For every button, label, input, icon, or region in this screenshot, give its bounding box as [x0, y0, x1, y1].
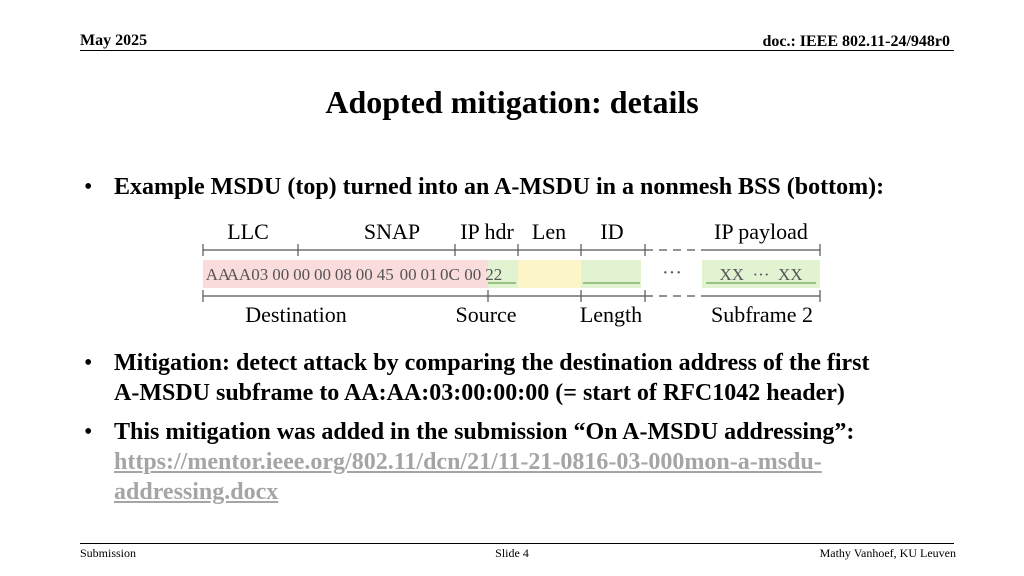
ellipsis: ···	[662, 262, 682, 284]
byte-cell: 03	[251, 265, 268, 284]
bullet-marker: •	[84, 174, 93, 200]
submission-link[interactable]: https://mentor.ieee.org/802.11/dcn/21/11…	[114, 449, 822, 505]
id-segment	[581, 260, 641, 288]
byte-cell: AA	[206, 265, 231, 284]
byte-cell: 0C	[440, 265, 460, 284]
label-ip-hdr: IP hdr	[460, 219, 514, 244]
footer-submission: Submission	[80, 546, 137, 560]
bullet-1-text: Example MSDU (top) turned into an A-MSDU…	[114, 174, 885, 200]
byte-cell: 00	[356, 265, 373, 284]
top-axis	[202, 244, 821, 256]
byte-cell: 00	[464, 265, 481, 284]
footer-divider	[80, 543, 954, 544]
bullet-2-line1: Mitigation: detect attack by comparing t…	[114, 350, 870, 376]
byte-cell: 45	[377, 265, 394, 284]
label-length: Length	[580, 302, 642, 327]
label-llc: LLC	[227, 219, 269, 244]
bottom-axis	[202, 290, 821, 302]
bullet-3-text: This mitigation was added in the submiss…	[114, 419, 855, 445]
amsdu-frame-diagram: LLC SNAP IP hdr Len ID IP payload ··· XX…	[202, 219, 821, 327]
byte-cell: 00	[293, 265, 310, 284]
bullet-2-line2: A-MSDU subframe to AA:AA:03:00:00:00 (= …	[114, 380, 845, 406]
byte-cell: 22	[485, 265, 502, 284]
label-id: ID	[600, 219, 623, 244]
bullet-marker: •	[84, 350, 93, 376]
length-segment	[518, 260, 581, 288]
label-source: Source	[455, 302, 516, 327]
footer-author: Mathy Vanhoef, KU Leuven	[819, 546, 956, 560]
label-snap: SNAP	[364, 219, 420, 244]
byte-cell: 00	[272, 265, 289, 284]
label-destination: Destination	[245, 302, 346, 327]
bullet-marker: •	[84, 419, 93, 445]
byte-cell: 01	[421, 265, 438, 284]
payload-bytes: XX ··· XX	[719, 265, 802, 284]
byte-cell: 00	[400, 265, 417, 284]
slide-title: Adopted mitigation: details	[325, 84, 699, 120]
byte-cell: 08	[335, 265, 352, 284]
byte-cell: AA	[227, 265, 252, 284]
footer-slide-number: Slide 4	[495, 546, 529, 560]
label-ip-payload: IP payload	[714, 219, 808, 244]
header-divider	[80, 50, 954, 51]
destination-segment	[203, 260, 488, 288]
label-subframe2: Subframe 2	[711, 302, 813, 327]
header-date: May 2025	[80, 32, 148, 49]
header-doc-id: doc.: IEEE 802.11-24/948r0	[762, 33, 950, 50]
label-len: Len	[532, 219, 566, 244]
byte-cell: 00	[314, 265, 331, 284]
